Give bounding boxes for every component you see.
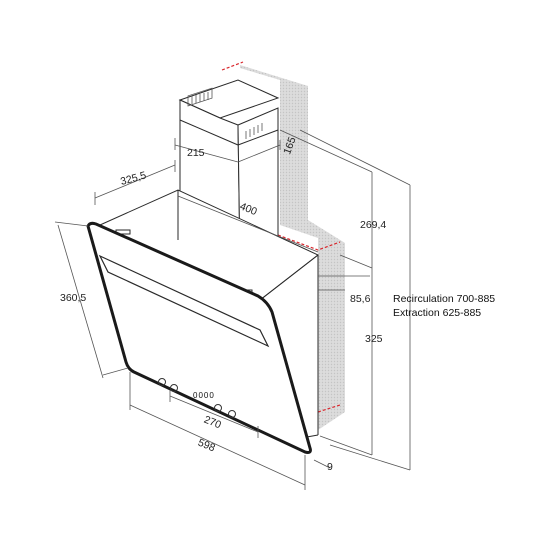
dimension-lines [54, 129, 411, 490]
dim-glass-thickness: 9 [327, 461, 333, 473]
dim-hood-side-height: 360,5 [60, 292, 86, 304]
dim-chimney-depth: 165 [281, 135, 298, 156]
glass-panel [86, 221, 312, 454]
dim-glass-gap: 85,6 [350, 293, 371, 305]
control-panel: 0000 [158, 378, 236, 418]
dim-lower-height: 325 [365, 333, 383, 345]
wall-shadow [221, 61, 345, 430]
note-extraction: Extraction 625-885 [393, 307, 481, 319]
note-recirculation: Recirculation 700-885 [393, 293, 495, 305]
dim-upper-height: 269,4 [360, 219, 386, 231]
panel-display: 0000 [193, 391, 215, 400]
dim-canopy-depth: 325,5 [119, 169, 148, 187]
dim-total-width: 598 [196, 437, 217, 455]
dim-chimney-width: 215 [187, 147, 205, 159]
installation-notes: Recirculation 700-885 Extraction 625-885 [393, 293, 495, 319]
